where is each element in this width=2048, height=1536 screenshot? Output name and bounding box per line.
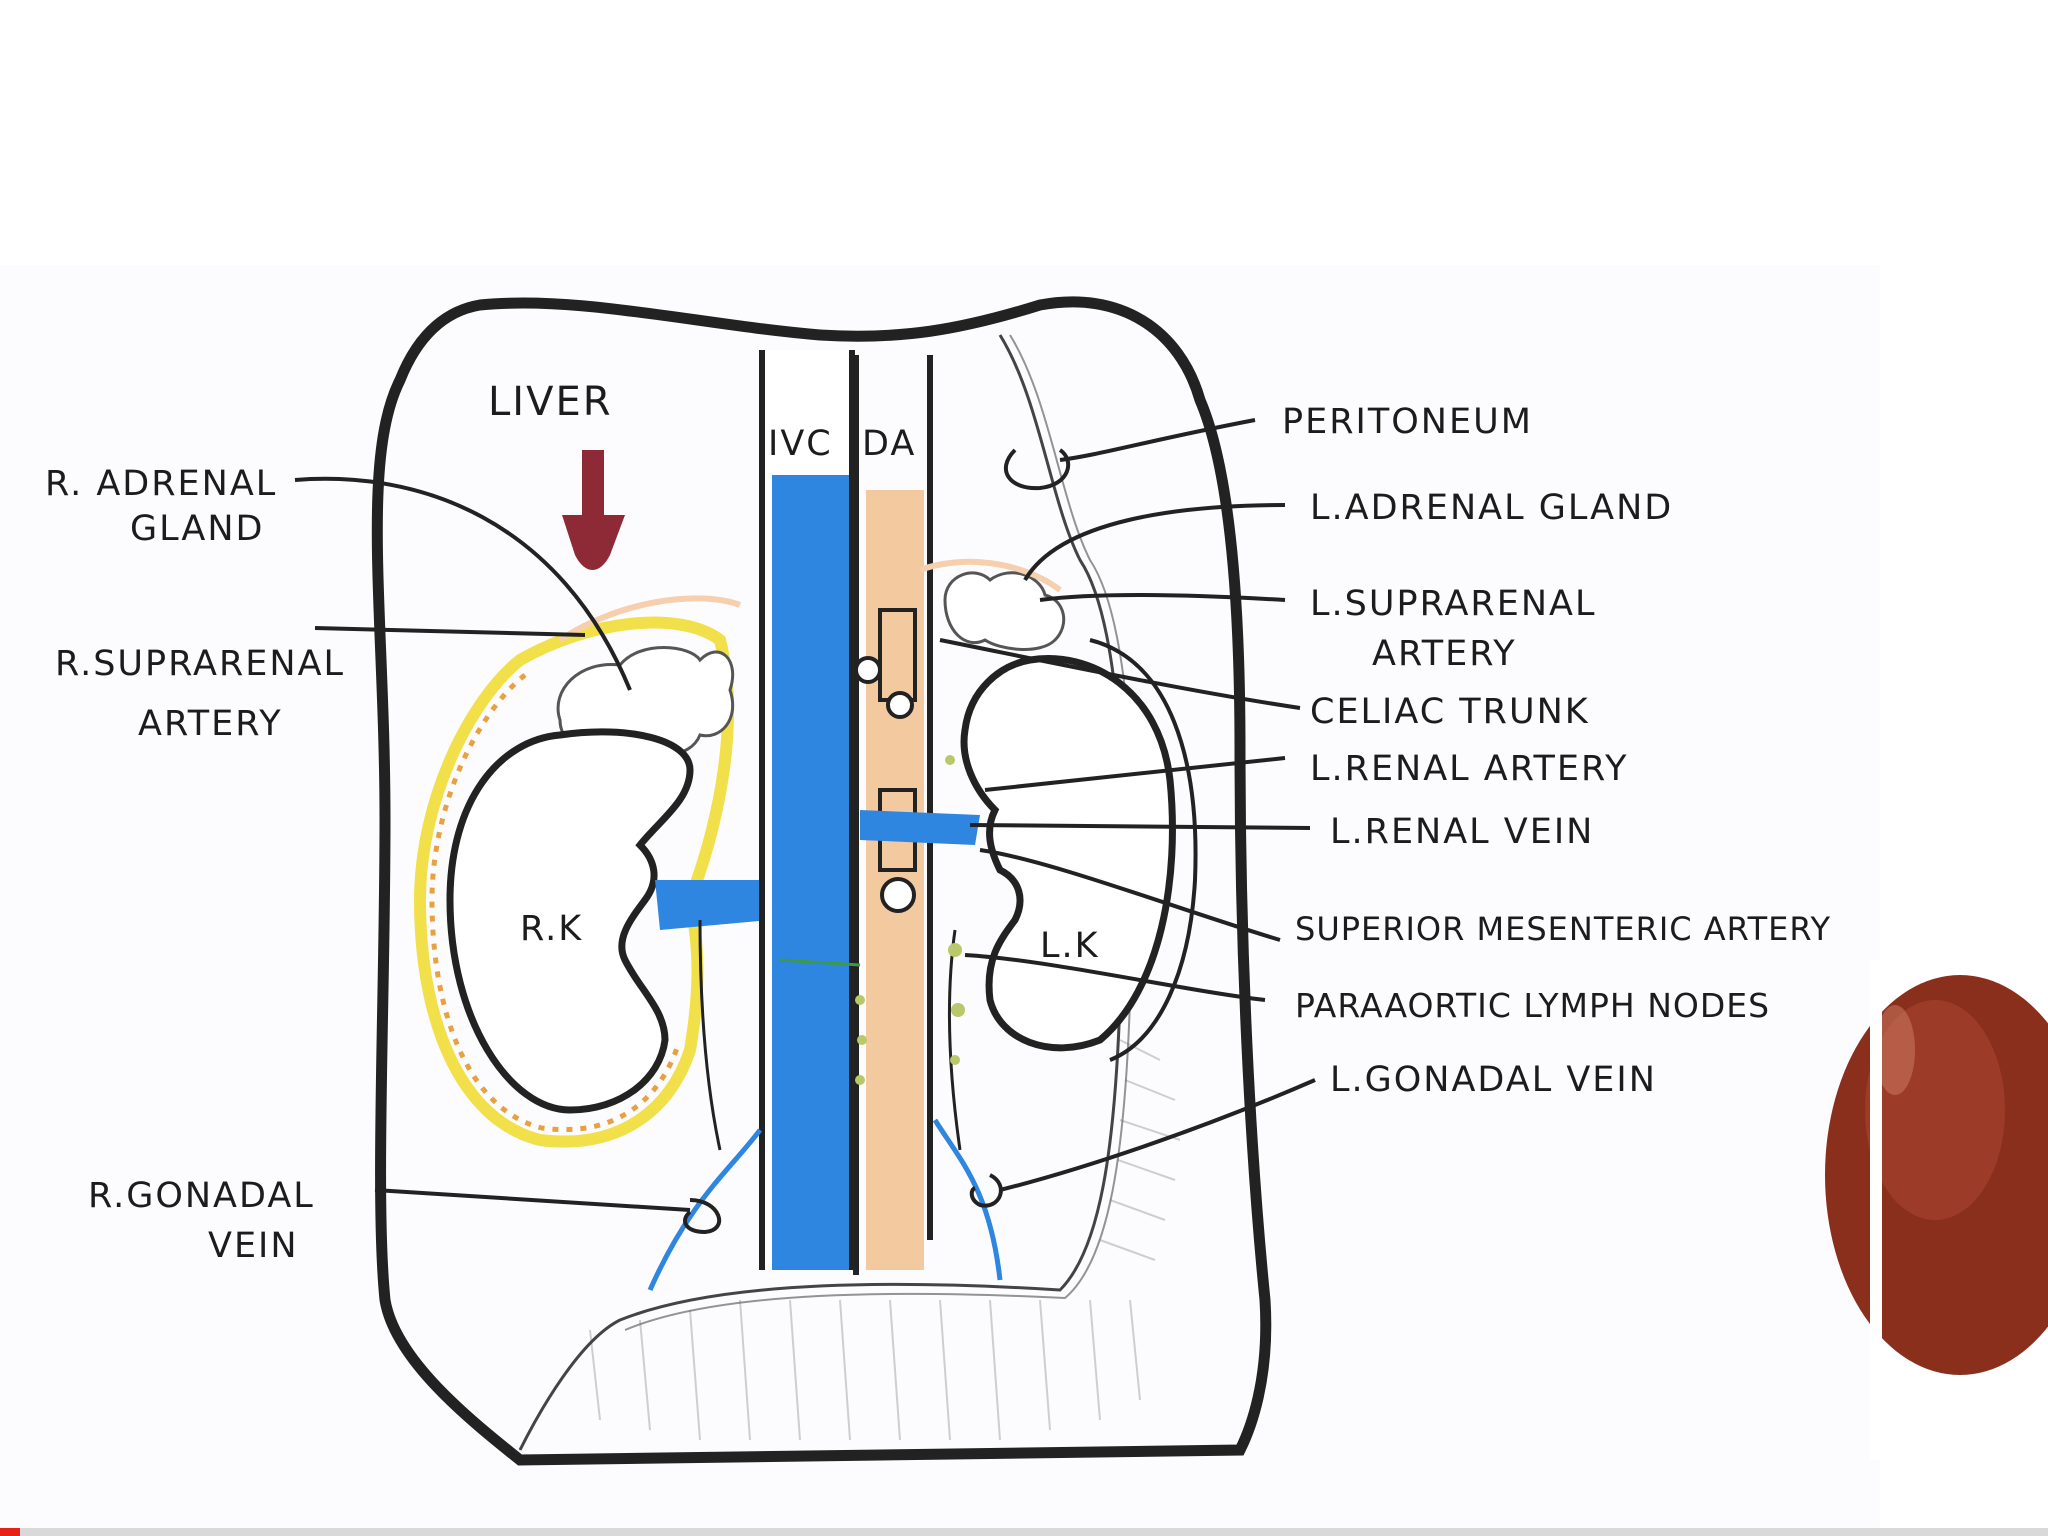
label-paraaortic-lymph-nodes: PARAAORTIC LYMPH NODES: [1295, 986, 1771, 1025]
abdomen-outline: [371, 296, 1272, 1466]
label-superior-mesenteric-artery: SUPERIOR MESENTERIC ARTERY: [1295, 910, 1832, 948]
label-r-adrenal-gland-1: R. ADRENAL: [45, 464, 278, 504]
right-kidney-fat: [413, 616, 735, 1148]
left-renal-vein: [860, 810, 980, 845]
peritoneum-hatch: [589, 1039, 1181, 1441]
left-adrenal-gland: [943, 571, 1066, 651]
paraaortic-lymph-nodes: [855, 755, 965, 1085]
label-r-gonadal-vein-2: VEIN: [208, 1226, 299, 1266]
label-rk: R.K: [520, 909, 584, 949]
label-r-gonadal-vein-1: R.GONADAL: [88, 1176, 315, 1216]
label-r-suprarenal-artery-1: R.SUPRARENAL: [55, 644, 346, 684]
label-da: DA: [862, 424, 917, 464]
l-gonadal-hook: [969, 1173, 1003, 1208]
left-kidney: [960, 655, 1176, 1052]
label-ivc: IVC: [768, 424, 833, 464]
label-l-gonadal-vein: L.GONADAL VEIN: [1330, 1060, 1657, 1100]
label-l-suprarenal-artery-1: L.SUPRARENAL: [1310, 584, 1597, 624]
r-gonadal-hook: [683, 1198, 722, 1235]
video-progress-fill: [0, 1528, 21, 1536]
label-l-suprarenal-artery-2: ARTERY: [1372, 634, 1517, 674]
label-l-renal-vein: L.RENAL VEIN: [1330, 812, 1595, 852]
bean-object: [1825, 960, 2048, 1460]
label-lk: L.K: [1040, 926, 1100, 966]
liver-arrow: [562, 450, 625, 570]
right-gonadal-vein: [647, 1128, 762, 1292]
label-peritoneum: PERITONEUM: [1282, 402, 1533, 442]
label-r-adrenal-gland-2: GLAND: [130, 509, 265, 549]
label-r-suprarenal-artery-2: ARTERY: [138, 704, 283, 744]
sma: [878, 788, 917, 913]
label-l-adrenal-gland: L.ADRENAL GLAND: [1310, 488, 1674, 528]
peritoneum-hook: [1003, 448, 1071, 491]
peritoneum-line: [518, 334, 1126, 1451]
label-liver: LIVER: [488, 379, 613, 425]
right-renal-vein: [655, 880, 770, 930]
video-progress-bar[interactable]: [0, 1528, 2048, 1536]
right-kidney: [446, 728, 694, 1114]
left-gonadal-vein: [932, 1118, 1003, 1281]
label-l-renal-artery: L.RENAL ARTERY: [1310, 749, 1629, 789]
celiac-trunk: [854, 608, 917, 719]
label-celiac-trunk: CELIAC TRUNK: [1310, 692, 1590, 732]
leader-lines: [294, 418, 1316, 1212]
